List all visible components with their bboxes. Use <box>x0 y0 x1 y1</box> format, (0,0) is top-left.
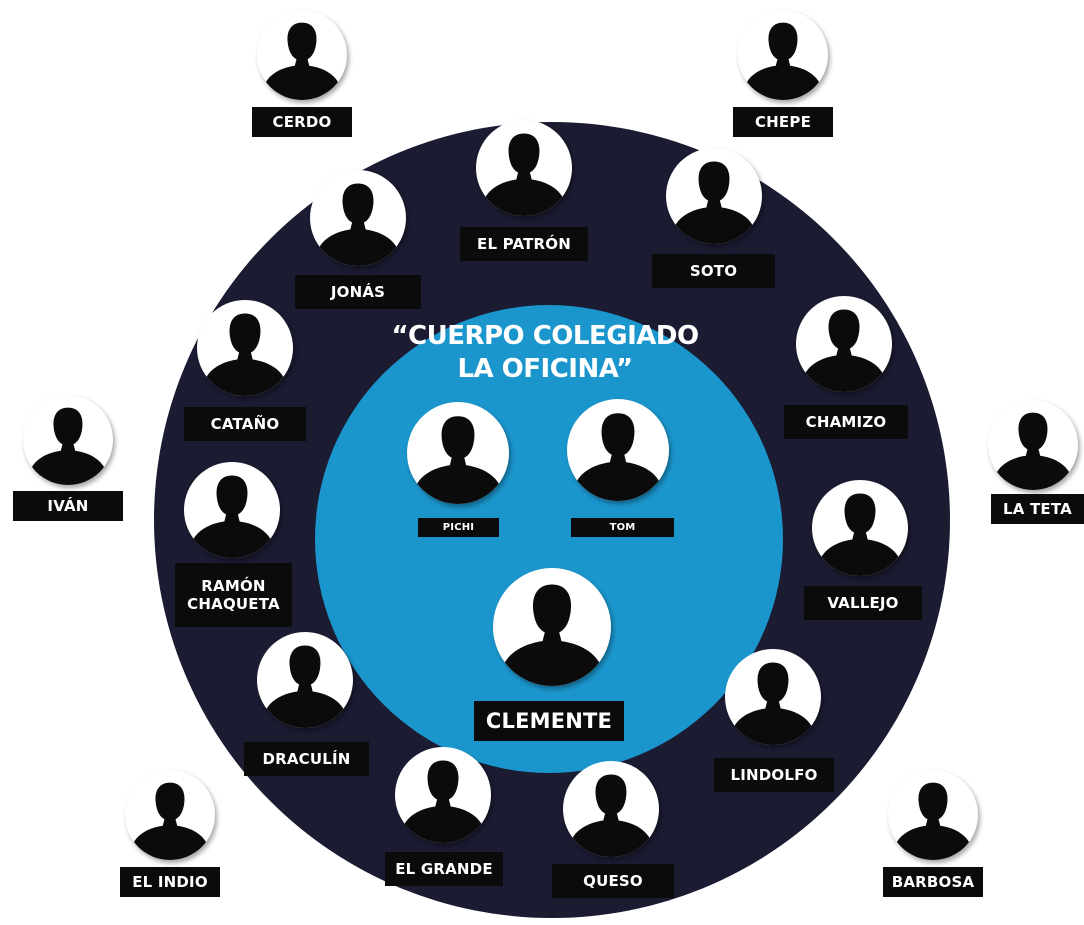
person-silhouette-icon <box>197 300 293 396</box>
person-silhouette-icon <box>257 632 353 728</box>
person-label: CATAÑO <box>184 407 306 441</box>
person-silhouette-icon <box>563 761 659 857</box>
person-label: VALLEJO <box>804 586 922 620</box>
person-silhouette-icon <box>184 462 280 558</box>
person-label: PICHI <box>418 518 499 537</box>
person-label: IVÁN <box>13 491 123 521</box>
person-label: RAMÓN CHAQUETA <box>175 563 292 627</box>
inner-circle-la-oficina <box>315 305 783 773</box>
person-label: SOTO <box>652 254 775 288</box>
person-silhouette-icon <box>812 480 908 576</box>
person-silhouette-icon <box>738 10 828 100</box>
person-label: DRACULÍN <box>244 742 369 776</box>
person-silhouette-icon <box>888 770 978 860</box>
person-silhouette-icon <box>23 395 113 485</box>
person-label: EL GRANDE <box>385 852 503 886</box>
person-silhouette-icon <box>257 10 347 100</box>
person-silhouette-icon <box>476 120 572 216</box>
person-label: EL PATRÓN <box>460 227 588 261</box>
person-silhouette-icon <box>395 747 491 843</box>
person-label: EL INDIO <box>120 867 220 897</box>
person-label: JONÁS <box>295 275 421 309</box>
person-silhouette-icon <box>988 400 1078 490</box>
person-label: TOM <box>571 518 674 537</box>
person-label: BARBOSA <box>883 867 983 897</box>
person-silhouette-icon <box>666 148 762 244</box>
person-label: CERDO <box>252 107 352 137</box>
person-label: LINDOLFO <box>714 758 834 792</box>
person-silhouette-icon <box>567 399 669 501</box>
diagram-title: “CUERPO COLEGIADO LA OFICINA” <box>345 320 745 386</box>
title-line-2: LA OFICINA” <box>457 354 633 384</box>
person-silhouette-icon <box>125 770 215 860</box>
person-silhouette-icon <box>310 170 406 266</box>
person-silhouette-icon <box>493 568 611 686</box>
person-label: CLEMENTE <box>474 701 624 741</box>
person-label: CHAMIZO <box>784 405 908 439</box>
person-label: CHEPE <box>733 107 833 137</box>
person-silhouette-icon <box>725 649 821 745</box>
title-line-1: “CUERPO COLEGIADO <box>391 321 699 351</box>
person-label: LA TETA <box>991 494 1084 524</box>
person-silhouette-icon <box>407 402 509 504</box>
person-label: QUESO <box>552 864 674 898</box>
person-silhouette-icon <box>796 296 892 392</box>
